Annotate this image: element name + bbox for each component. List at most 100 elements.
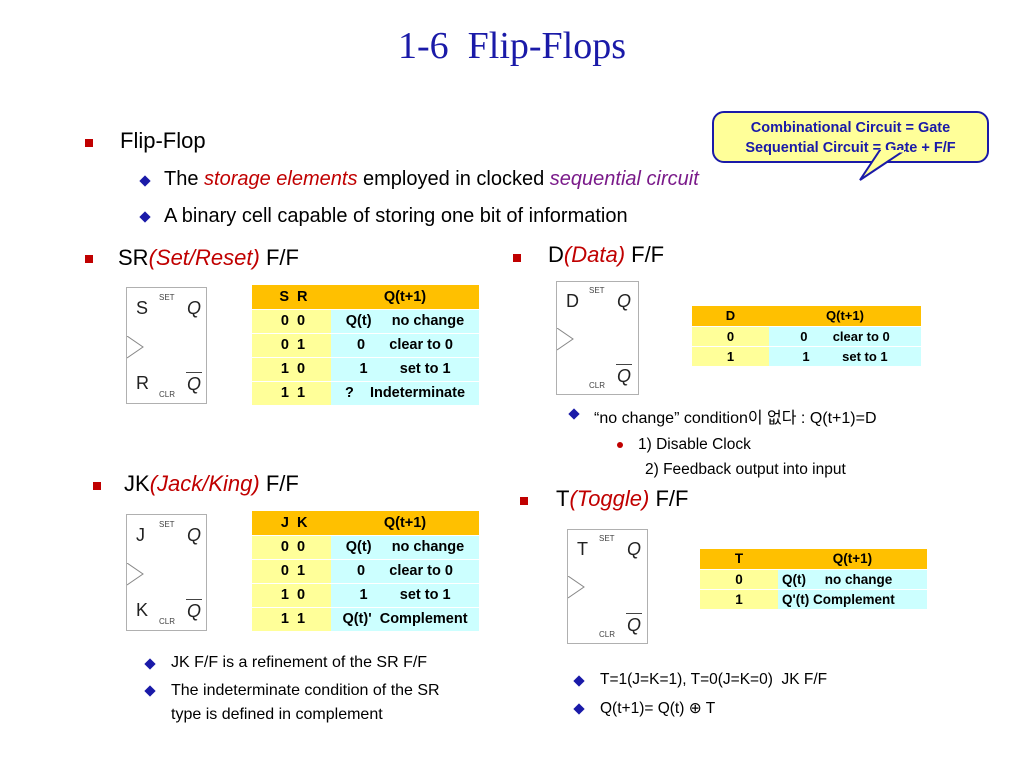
table-cell: 1 <box>252 357 293 382</box>
bullet-square-icon <box>93 482 101 490</box>
b1-mid: employed in clocked <box>357 168 550 190</box>
sr-input-r: R <box>136 373 149 393</box>
callout-box: Combinational Circuit = Gate Sequential … <box>712 111 989 163</box>
t-input-t: T <box>577 539 588 559</box>
t-truth-table: T Q(t+1) 0 Q(t) no change 1 Q'(t) Comple… <box>700 549 927 610</box>
jk-input-k: K <box>136 600 149 620</box>
sr-name: SR <box>118 245 149 270</box>
bullet-square-icon <box>513 254 521 262</box>
clock-triangle-icon <box>127 563 144 586</box>
table-cell: 0 <box>293 357 331 382</box>
t-suffix: F/F <box>649 486 689 511</box>
jk-note-2a: The indeterminate condition of the SR <box>171 682 440 699</box>
jk-truth-table: J K Q(t+1) 0 0 Q(t) no change 0 1 0 clea… <box>252 511 479 632</box>
table-cell: 0 clear to 0 <box>331 333 479 358</box>
diamond-bullet-icon <box>573 703 585 715</box>
t-set-label: SET <box>599 534 615 543</box>
b1-pre: The <box>164 168 205 190</box>
d-qbar-overline <box>616 364 632 365</box>
table-cell: 0 <box>293 535 331 560</box>
table-cell: 1 set to 1 <box>331 357 479 382</box>
sr-th-r: R <box>293 285 331 310</box>
d-output-qbar: Q <box>617 366 632 386</box>
page-title: 1-6 Flip-Flops <box>397 25 627 67</box>
d-set-label: SET <box>589 286 605 295</box>
table-cell: 0 clear to 0 <box>331 559 479 584</box>
callout-tail <box>859 150 907 181</box>
flipflop-heading: Flip-Flop <box>120 128 206 153</box>
sr-output-q: Q <box>187 298 202 318</box>
t-output-q: Q <box>627 539 642 559</box>
table-cell: 0 <box>252 333 293 358</box>
jk-heading: JK(Jack/King) F/F <box>124 471 299 497</box>
d-sub-1: 1) Disable Clock <box>638 436 751 453</box>
table-cell: Q'(t) Complement <box>778 589 927 610</box>
sr-th-q: Q(t+1) <box>331 285 479 310</box>
diamond-bullet-icon <box>139 211 151 223</box>
t-name: T <box>556 486 570 511</box>
sr-clr-label: CLR <box>159 390 176 399</box>
clock-triangle-icon <box>127 336 144 359</box>
table-cell: 1 <box>692 346 769 367</box>
b1-storage: storage elements <box>204 168 358 190</box>
jk-clr-label: CLR <box>159 617 176 626</box>
t-heading: T(Toggle) F/F <box>556 486 688 512</box>
t-flipflop-symbol: T SET Q CLR Q <box>567 529 648 644</box>
t-note-1: T=1(J=K=1), T=0(J=K=0) JK F/F <box>600 671 828 688</box>
d-flipflop-symbol: D SET Q CLR Q <box>556 281 639 395</box>
t-note-2: Q(t+1)= Q(t) ⊕ T <box>600 700 716 717</box>
d-note: “no change” condition이 없다 : Q(t+1)=D <box>594 410 877 427</box>
table-cell: 1 <box>252 381 293 406</box>
d-truth-table: D Q(t+1) 0 0 clear to 0 1 1 set to 1 <box>692 306 921 367</box>
d-input-d: D <box>566 291 579 311</box>
jk-flipflop-symbol: J SET Q K CLR Q <box>126 514 207 631</box>
table-cell: 0 <box>252 535 293 560</box>
table-cell: 1 <box>293 607 331 632</box>
d-th-d: D <box>692 306 769 327</box>
sr-set-label: SET <box>159 293 175 302</box>
sr-th-s: S <box>252 285 293 310</box>
d-paren: (Data) <box>563 242 626 267</box>
sr-input-s: S <box>136 298 149 318</box>
sr-flipflop-symbol: S SET Q R CLR Q <box>126 287 207 404</box>
table-cell: 0 <box>252 309 293 334</box>
d-suffix: F/F <box>625 242 665 267</box>
jk-note-2b: type is defined in complement <box>171 706 383 723</box>
sr-suffix: F/F <box>259 245 299 270</box>
flipflop-bullet-1: The storage elements employed in clocked… <box>164 168 699 191</box>
t-clr-label: CLR <box>599 630 616 639</box>
sr-output-qbar: Q <box>187 374 202 394</box>
clock-triangle-icon <box>557 328 574 351</box>
sr-paren: (Set/Reset) <box>148 245 260 270</box>
jk-note-1: JK F/F is a refinement of the SR F/F <box>171 654 428 671</box>
jk-th-j: J <box>252 511 293 536</box>
diamond-bullet-icon <box>568 408 580 420</box>
diamond-bullet-icon <box>144 685 156 697</box>
table-cell: 0 <box>700 569 778 590</box>
jk-qbar-overline <box>186 599 202 600</box>
jk-output-q: Q <box>187 525 202 545</box>
t-th-t: T <box>700 549 778 570</box>
table-cell: Q(t) no change <box>331 309 479 334</box>
sr-heading: SR(Set/Reset) F/F <box>118 245 299 271</box>
t-output-qbar: Q <box>627 615 642 635</box>
jk-name: JK <box>124 471 150 496</box>
b1-seq: sequential circuit <box>549 168 699 190</box>
jk-th-q: Q(t+1) <box>331 511 479 536</box>
table-cell: 1 <box>293 381 331 406</box>
table-cell: 1 <box>293 333 331 358</box>
t-th-q: Q(t+1) <box>778 549 927 570</box>
table-cell: ? Indeterminate <box>331 381 479 406</box>
table-cell: 0 <box>252 559 293 584</box>
table-cell: 1 <box>252 583 293 608</box>
diamond-bullet-icon <box>573 675 585 687</box>
diamond-bullet-icon <box>139 175 151 187</box>
t-qbar-overline <box>626 613 642 614</box>
t-paren: (Toggle) <box>569 486 650 511</box>
d-heading: D(Data) F/F <box>548 242 664 268</box>
table-cell: 0 <box>293 309 331 334</box>
table-cell: 1 <box>700 589 778 610</box>
d-clr-label: CLR <box>589 381 606 390</box>
table-cell: 1 <box>252 607 293 632</box>
jk-set-label: SET <box>159 520 175 529</box>
